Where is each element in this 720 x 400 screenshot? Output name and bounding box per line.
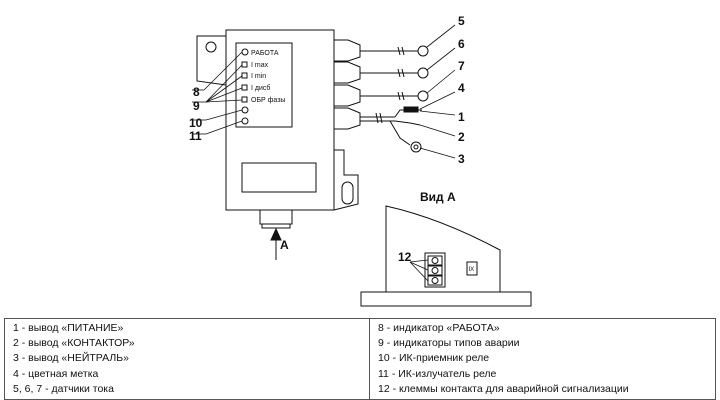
view-arrow: А bbox=[270, 227, 289, 260]
housing bbox=[225, 29, 335, 211]
callout-5: 5 bbox=[458, 14, 465, 28]
callout-4: 4 bbox=[458, 81, 465, 95]
legend-item: 11 - ИК-излучатель реле bbox=[378, 367, 497, 380]
legend-item: 10 - ИК-приемник реле bbox=[378, 352, 490, 365]
current-sensors bbox=[360, 45, 429, 102]
callout-6: 6 bbox=[458, 37, 465, 51]
callouts-right: 5 6 7 4 1 2 3 bbox=[458, 14, 465, 166]
callout-12: 12 bbox=[398, 250, 412, 264]
callout-leaders-left bbox=[192, 51, 243, 135]
base-plate bbox=[360, 291, 532, 307]
legend-item: 2 - вывод «КОНТАКТОР» bbox=[13, 337, 135, 350]
ir-receiver-icon bbox=[241, 106, 249, 114]
callout-leaders-right bbox=[419, 24, 456, 159]
callout-3: 3 bbox=[458, 152, 465, 166]
display-window bbox=[241, 162, 317, 193]
sensor-7-icon bbox=[417, 90, 429, 102]
led-imin bbox=[241, 72, 248, 79]
callout-10: 10 bbox=[189, 116, 203, 130]
callout-1: 1 bbox=[458, 110, 465, 124]
side-flange bbox=[333, 149, 359, 211]
indicator-window bbox=[235, 42, 293, 128]
indicator-label: I min bbox=[251, 73, 266, 80]
callout-2: 2 bbox=[458, 130, 465, 144]
legend-item: 3 - вывод «НЕЙТРАЛЬ» bbox=[13, 352, 129, 365]
arrow-label: А bbox=[280, 238, 289, 252]
bottom-connector bbox=[259, 210, 293, 225]
relay-diagram: РАБОТА I max I min I дисб ОБР фазы bbox=[189, 14, 532, 307]
callout-11: 11 bbox=[189, 129, 202, 143]
led-idisb bbox=[241, 84, 248, 91]
side-profile bbox=[385, 205, 501, 292]
callouts-left: 8 9 10 11 bbox=[189, 85, 203, 143]
mounting-hole bbox=[205, 41, 217, 53]
color-mark bbox=[403, 106, 419, 113]
legend-left-column: 1 - вывод «ПИТАНИЕ» 2 - вывод «КОНТАКТОР… bbox=[4, 317, 370, 400]
power-leads bbox=[360, 106, 422, 153]
led-imax bbox=[241, 61, 248, 68]
view-a-title: Вид А bbox=[420, 190, 456, 204]
gland-4 bbox=[334, 107, 361, 130]
callout-9: 9 bbox=[193, 99, 200, 113]
neutral-terminal-icon bbox=[410, 141, 422, 153]
indicator-label: РАБОТА bbox=[251, 50, 279, 57]
legend-item: 5, 6, 7 - датчики тока bbox=[13, 382, 114, 395]
legend-table: 1 - вывод «ПИТАНИЕ» 2 - вывод «КОНТАКТОР… bbox=[4, 317, 716, 400]
indicator-label: ОБР фазы bbox=[251, 97, 285, 104]
terminal-screw-icon bbox=[431, 257, 439, 264]
indicator-labels: РАБОТА I max I min I дисб ОБР фазы bbox=[251, 50, 285, 104]
gland-2 bbox=[334, 61, 361, 84]
arrow-up-icon bbox=[270, 227, 282, 241]
callout-8: 8 bbox=[193, 85, 200, 99]
legend-item: 4 - цветная метка bbox=[13, 367, 99, 380]
legend-item: 1 - вывод «ПИТАНИЕ» bbox=[13, 322, 124, 334]
view-a-drawing: IX 12 bbox=[360, 205, 532, 307]
legend-item: 9 - индикаторы типов аварии bbox=[378, 337, 520, 350]
gland-3 bbox=[334, 84, 361, 107]
callout-7: 7 bbox=[458, 59, 465, 73]
mounting-slot bbox=[341, 181, 354, 205]
led-rabota bbox=[241, 48, 249, 56]
indicator-leds bbox=[241, 48, 249, 125]
terminal-screw-icon bbox=[431, 277, 439, 284]
gland-1 bbox=[334, 39, 361, 62]
legend-item: 12 - клеммы контакта для аварийной сигна… bbox=[378, 382, 629, 395]
sensor-6-icon bbox=[417, 67, 429, 79]
ix-label: IX bbox=[469, 267, 475, 273]
terminal-block bbox=[424, 252, 446, 288]
indicator-label: I дисб bbox=[251, 84, 270, 92]
legend-right-column: 8 - индикатор «РАБОТА» 9 - индикаторы ти… bbox=[369, 317, 716, 400]
cable-glands bbox=[334, 39, 361, 130]
led-obr bbox=[241, 96, 248, 103]
ir-emitter-icon bbox=[241, 117, 249, 125]
ix-box bbox=[466, 261, 478, 276]
mounting-ear bbox=[196, 35, 227, 86]
indicator-label: I max bbox=[251, 62, 269, 69]
terminal-screw-icon bbox=[431, 267, 439, 274]
relay-body bbox=[196, 29, 359, 229]
sensor-5-icon bbox=[417, 45, 429, 57]
legend-item: 8 - индикатор «РАБОТА» bbox=[378, 322, 500, 334]
